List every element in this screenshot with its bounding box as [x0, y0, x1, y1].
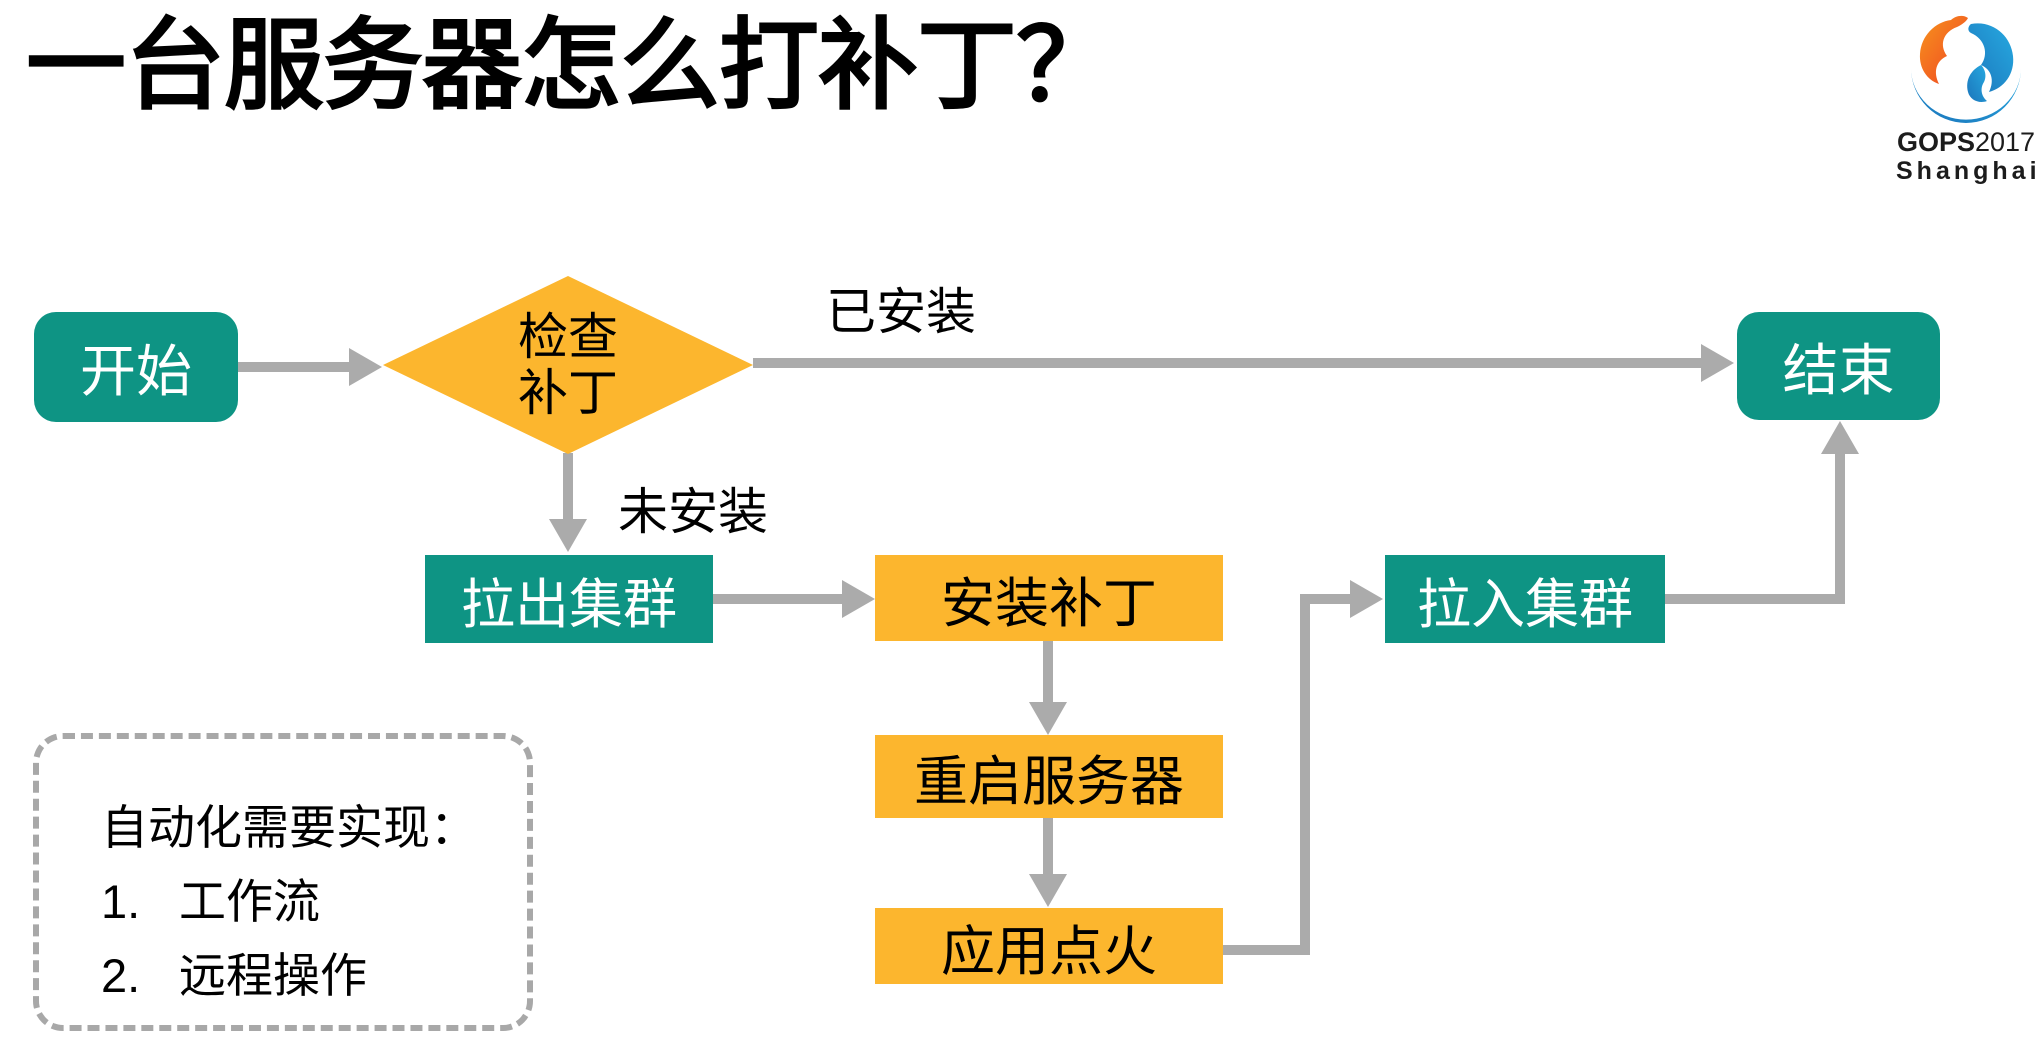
edge-label-installed: 已安装 [826, 284, 976, 340]
arrow-check-to-end-head [1701, 344, 1734, 382]
arrow-check-to-end-line [753, 358, 1703, 368]
arrow-pullout-to-install-head [842, 580, 875, 618]
flow-node-check-patch: 检查 补丁 [383, 276, 753, 454]
arrow-check-to-pullout-line [563, 453, 573, 521]
note-item-2-number: 2. [101, 949, 141, 1002]
note-item-1-number: 1. [101, 875, 141, 928]
flow-node-end: 结束 [1737, 312, 1940, 420]
flow-node-check-label-line2: 补丁 [518, 365, 618, 421]
note-item-1-text: 工作流 [179, 875, 320, 928]
automation-note-box: 自动化需要实现： 1. 工作流 2. 远程操作 [33, 733, 533, 1031]
note-item-2-text: 远程操作 [179, 949, 367, 1002]
note-heading: 自动化需要实现： [101, 801, 477, 854]
flow-node-start-label: 开始 [80, 339, 192, 403]
note-item-2: 2. 远程操作 [101, 939, 507, 1013]
flow-node-install-label: 安装补丁 [941, 573, 1157, 634]
flow-node-app-ignite-label: 应用点火 [941, 921, 1157, 982]
flow-node-restart-server: 重启服务器 [875, 735, 1223, 818]
flow-node-pull-in-cluster: 拉入集群 [1385, 555, 1665, 643]
logo-text-shanghai: Shanghai [1896, 157, 2038, 186]
arrow-restart-to-ignite-head [1029, 874, 1067, 907]
arrow-install-to-restart-head [1029, 702, 1067, 735]
flow-node-install-patch: 安装补丁 [875, 555, 1223, 641]
connector-pullin-vertical [1835, 452, 1845, 604]
gops-swirl-icon [1911, 15, 2021, 123]
connector-ignite-top [1300, 594, 1352, 604]
flow-node-pull-out-cluster: 拉出集群 [425, 555, 713, 643]
conference-logo: GOPS2017 Shanghai [1896, 12, 2038, 186]
flow-node-check-label-line1: 检查 [518, 309, 618, 365]
connector-pullin-horizontal [1665, 594, 1845, 604]
arrow-ignite-to-pullin-head [1350, 580, 1383, 618]
flow-node-end-label: 结束 [1782, 338, 1895, 402]
arrow-pullout-to-install-line [713, 594, 845, 604]
arrow-pullin-to-end-head [1821, 421, 1859, 454]
connector-ignite-horizontal [1223, 945, 1310, 955]
arrow-start-to-check-head [349, 348, 382, 386]
flow-node-start: 开始 [34, 312, 238, 422]
flow-node-app-ignite: 应用点火 [875, 908, 1223, 984]
flow-node-pull-in-label: 拉入集群 [1417, 574, 1633, 635]
flow-node-restart-label: 重启服务器 [914, 752, 1184, 812]
arrow-restart-to-ignite-line [1043, 818, 1053, 876]
connector-ignite-vertical [1300, 594, 1310, 955]
page-title: 一台服务器怎么打补丁？ [26, 10, 1116, 122]
note-item-1: 1. 工作流 [101, 865, 507, 939]
arrow-check-to-pullout-head [549, 519, 587, 552]
flow-node-pull-out-label: 拉出集群 [461, 574, 677, 635]
arrow-start-to-check-line [238, 362, 352, 372]
edge-label-not-installed: 未安装 [618, 484, 768, 540]
logo-text-gops2017: GOPS2017 [1896, 127, 2036, 157]
arrow-install-to-restart-line [1043, 641, 1053, 704]
